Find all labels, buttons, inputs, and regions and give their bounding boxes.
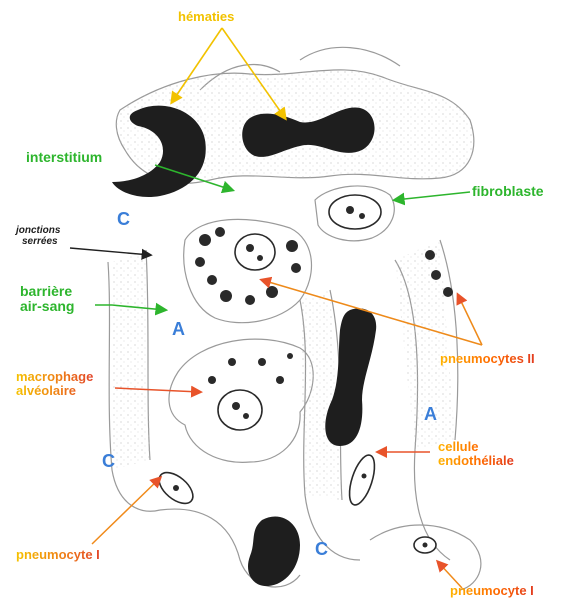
label-jonctions-line2: serrées xyxy=(16,237,60,248)
pneumocyte-ii-nucleus xyxy=(235,234,275,270)
label-barriere: barrière air-sang xyxy=(20,284,74,313)
label-cellule-line1: cellule xyxy=(438,440,514,454)
marker-a-right: A xyxy=(424,405,437,424)
marker-c-top: C xyxy=(117,210,130,229)
label-jonctions: jonctions serrées xyxy=(16,226,60,247)
label-hematies: hématies xyxy=(178,10,234,24)
red-blood-cells xyxy=(112,106,376,586)
label-pneumocyte-i-right: pneumocyte I xyxy=(450,584,534,598)
rbc-bottom xyxy=(248,516,300,586)
label-macrophage-line2: alvéolaire xyxy=(16,384,93,398)
marker-a-left: A xyxy=(172,320,185,339)
fibroblast-nucleus xyxy=(329,195,381,229)
endothelial-nucleus xyxy=(344,452,379,508)
label-macrophage: macrophage alvéolaire xyxy=(16,370,93,397)
arrow-jonctions xyxy=(70,248,150,255)
label-jonctions-line1: jonctions xyxy=(16,226,60,237)
label-macrophage-line1: macrophage xyxy=(16,370,93,384)
label-interstitium: interstitium xyxy=(26,150,102,165)
marker-c-bottom: C xyxy=(315,540,328,559)
label-fibroblaste: fibroblaste xyxy=(472,184,544,199)
label-cellule-line2: endothéliale xyxy=(438,454,514,468)
label-pneumocyte-i-left: pneumocyte I xyxy=(16,548,100,562)
marker-c-left: C xyxy=(102,452,115,471)
macrophage-nucleus xyxy=(218,390,262,430)
label-barriere-line1: barrière xyxy=(20,284,74,299)
label-cellule-endotheliale: cellule endothéliale xyxy=(438,440,514,467)
label-pneumocytes-ii: pneumocytes II xyxy=(440,352,535,366)
label-barriere-line2: air-sang xyxy=(20,299,74,314)
